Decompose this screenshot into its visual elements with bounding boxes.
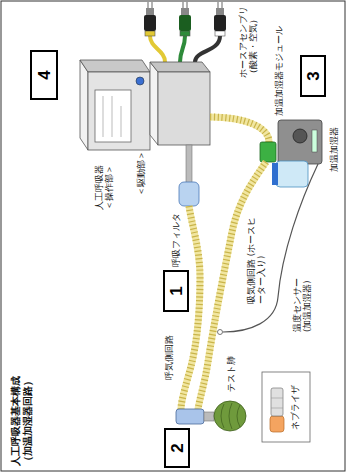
humidifier-module	[260, 142, 276, 162]
nebulizer-inset	[262, 372, 310, 442]
sensor-tip	[218, 330, 223, 335]
humidifier-dial	[293, 129, 307, 143]
plug-tip	[146, 8, 154, 15]
supply-hose	[210, 117, 269, 142]
gas-hose	[195, 36, 220, 62]
humidifier-display	[312, 130, 317, 152]
inspiratory-hose-ribs	[198, 162, 266, 409]
plug-prong	[186, 2, 188, 8]
nebulizer-ring	[271, 398, 283, 399]
plug-prong	[217, 2, 219, 8]
breathing-filter	[179, 182, 199, 206]
drive-unit-top	[150, 62, 158, 145]
plug-collar	[215, 31, 225, 36]
humidifier-chamber	[276, 161, 308, 187]
diagram-title: 人工呼吸器基本構成 （加温加湿器回路）	[10, 370, 34, 466]
plug-prong	[182, 2, 184, 8]
part-label: 加温加湿器	[329, 127, 339, 172]
callout-box: 1	[163, 270, 189, 312]
callout-box: 2	[164, 428, 190, 468]
callout-number: 4	[36, 70, 53, 79]
callout-number: 3	[305, 71, 322, 80]
test-lung	[214, 401, 246, 431]
part-label: 加温加湿器モジュール	[274, 26, 284, 116]
plug-prong	[147, 2, 149, 8]
screen-line	[112, 96, 113, 137]
sensor-wire	[223, 164, 318, 332]
nebulizer-ring	[271, 408, 283, 409]
callout-number: 1	[168, 286, 185, 295]
plug-collar	[180, 31, 190, 36]
plug-prong	[151, 2, 153, 8]
plug-tip	[181, 8, 189, 15]
operation-screen	[95, 90, 131, 142]
callout-box: 3	[300, 55, 326, 97]
screen-line	[121, 106, 122, 137]
screen-line	[103, 96, 104, 137]
inspiratory-hose	[198, 162, 266, 409]
air-hose	[180, 36, 185, 62]
part-label: ネブライザ	[290, 385, 300, 430]
operation-unit	[88, 72, 150, 150]
filter-tube	[186, 145, 192, 184]
part-label: 呼吸フィルタ	[171, 213, 181, 267]
plug-body	[144, 15, 156, 31]
y-piece	[176, 409, 204, 424]
part-label: テスト肺	[226, 356, 236, 392]
lung-ribs	[221, 403, 240, 429]
operation-unit-side	[80, 60, 150, 72]
plug-body	[179, 15, 191, 31]
knob	[136, 77, 144, 85]
chamber-cap	[272, 163, 278, 185]
humidifier-body	[278, 120, 322, 164]
operation-unit-top	[80, 60, 88, 150]
part-label: ホースアセンブリ （酸素・空気）	[238, 6, 258, 78]
nebulizer-cap	[270, 416, 284, 432]
plug-body	[214, 15, 226, 31]
supply-hose-ribs	[210, 117, 269, 142]
plug-prong	[221, 2, 223, 8]
oxygen-hose	[150, 36, 165, 62]
lung-neck	[204, 412, 214, 421]
plug-collar	[145, 31, 155, 36]
callout-number: 2	[169, 443, 186, 452]
part-label: 温度センサー (加温加湿器)	[292, 266, 312, 332]
plug-tip	[216, 8, 224, 15]
callout-box: 4	[30, 50, 58, 100]
part-label: ＜駆動部＞	[136, 151, 146, 196]
drive-unit-side	[150, 62, 210, 72]
drive-unit	[158, 72, 210, 145]
part-label: 吸気側回路 (ホースヒーター入り)	[246, 212, 266, 304]
nebulizer-body	[271, 388, 283, 416]
part-label: 呼気側回路	[164, 335, 174, 380]
part-label: 人工呼吸器 ＜操作部＞	[94, 154, 114, 210]
